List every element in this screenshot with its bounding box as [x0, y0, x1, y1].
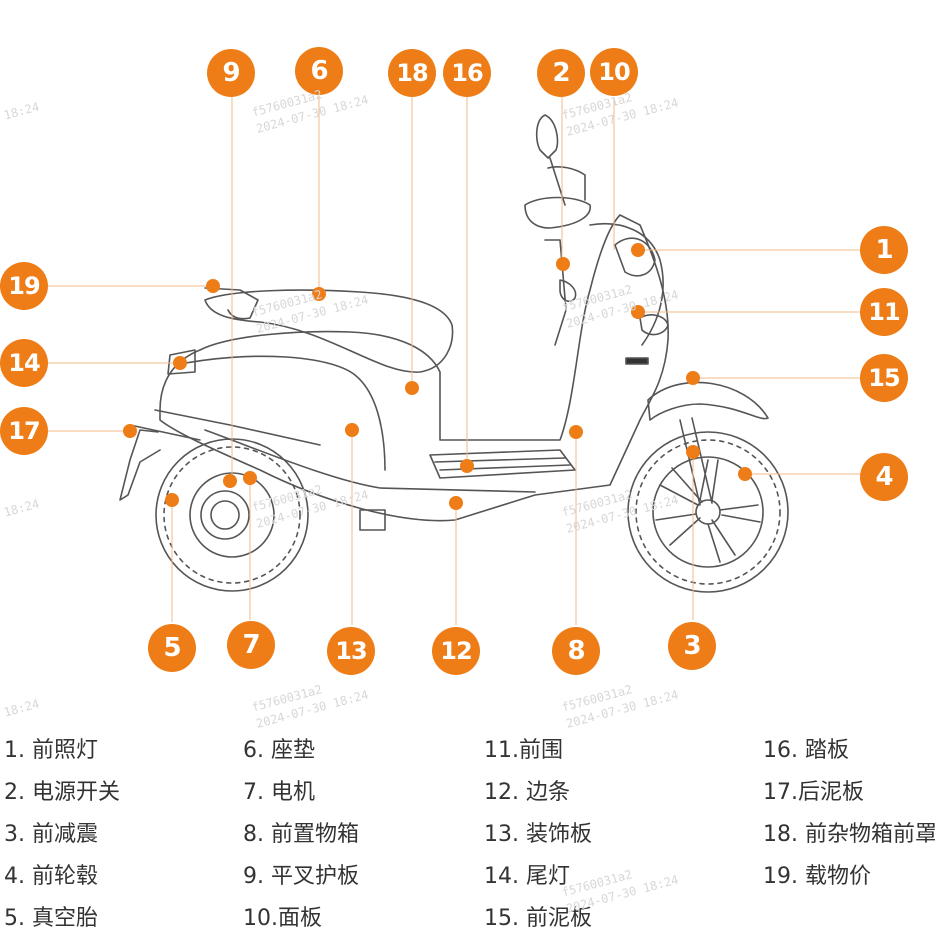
- leader-lines: [48, 96, 860, 625]
- legend-item-5: 5. 真空胎: [4, 906, 98, 931]
- hotspot-19: [206, 279, 220, 293]
- front-wheel: [627, 431, 789, 593]
- hotspot-18: [405, 381, 419, 395]
- callout-12: 12: [432, 627, 480, 675]
- callout-9: 9: [207, 49, 255, 97]
- legend-item-7: 7. 电机: [243, 780, 315, 805]
- hotspot-12: [449, 496, 463, 510]
- hotspot-13: [345, 423, 359, 437]
- legend-item-15: 15. 前泥板: [484, 906, 592, 931]
- hotspots: [123, 243, 752, 510]
- callout-11: 11: [860, 288, 908, 336]
- hotspot-16: [460, 459, 474, 473]
- callout-13: 13: [327, 627, 375, 675]
- callout-18: 18: [388, 49, 436, 97]
- callout-19: 19: [0, 262, 48, 310]
- callout-14: 14: [0, 339, 48, 387]
- legend-item-10: 10.面板: [243, 906, 322, 931]
- callout-15: 15: [860, 354, 908, 402]
- hotspot-6: [312, 287, 326, 301]
- legend-item-2: 2. 电源开关: [4, 780, 120, 805]
- callout-10: 10: [590, 48, 638, 96]
- legend-item-4: 4. 前轮毂: [4, 864, 98, 889]
- parts-legend: 1. 前照灯 2. 电源开关 3. 前减震 4. 前轮毂 5. 真空胎 6. 座…: [0, 728, 935, 935]
- callout-4: 4: [860, 453, 908, 501]
- hotspot-14: [173, 356, 187, 370]
- hotspot-3: [686, 445, 700, 459]
- legend-item-16: 16. 踏板: [763, 738, 849, 763]
- legend-item-3: 3. 前减震: [4, 822, 98, 847]
- legend-item-6: 6. 座垫: [243, 738, 315, 763]
- callout-8: 8: [552, 627, 600, 675]
- legend-item-13: 13. 装饰板: [484, 822, 592, 847]
- legend-item-19: 19. 载物价: [763, 864, 871, 889]
- legend-item-12: 12. 边条: [484, 780, 570, 805]
- callout-6: 6: [295, 47, 343, 95]
- hotspot-8: [569, 425, 583, 439]
- callout-16: 16: [443, 49, 491, 97]
- callout-7: 7: [227, 621, 275, 669]
- hotspot-17: [123, 424, 137, 438]
- hotspot-1: [631, 243, 645, 257]
- legend-item-17: 17.后泥板: [763, 780, 864, 805]
- callout-2: 2: [537, 49, 585, 97]
- hotspot-9: [223, 474, 237, 488]
- hotspot-7: [243, 471, 257, 485]
- hotspot-4: [738, 467, 752, 481]
- callout-5: 5: [148, 624, 196, 672]
- hotspot-2: [556, 257, 570, 271]
- callout-1: 1: [860, 226, 908, 274]
- legend-item-14: 14. 尾灯: [484, 864, 570, 889]
- legend-item-1: 1. 前照灯: [4, 738, 98, 763]
- hotspot-15: [686, 371, 700, 385]
- hotspot-5: [165, 493, 179, 507]
- legend-item-8: 8. 前置物箱: [243, 822, 359, 847]
- legend-item-18: 18. 前杂物箱前罩: [763, 822, 935, 847]
- legend-item-9: 9. 平叉护板: [243, 864, 359, 889]
- callout-3: 3: [668, 622, 716, 670]
- scooter-illustration: [48, 96, 860, 625]
- scooter-diagram: 9 6 18 16 2 10 1 11 19 14 15 17 4 5 7 13…: [0, 47, 908, 675]
- legend-item-11: 11.前围: [484, 738, 563, 763]
- hotspot-11: [631, 305, 645, 319]
- callout-17: 17: [0, 407, 48, 455]
